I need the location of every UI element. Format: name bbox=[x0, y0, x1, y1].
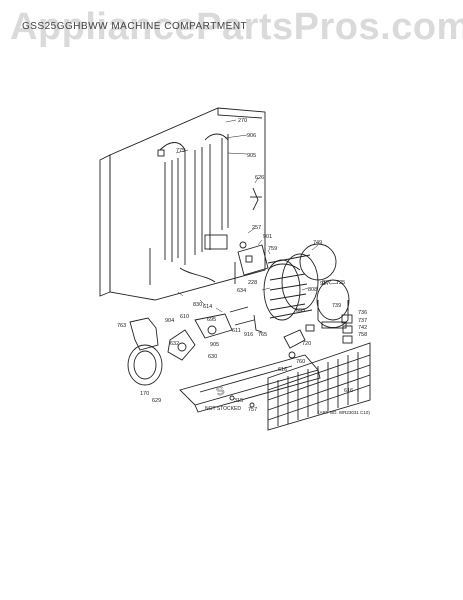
callout-758: 758 bbox=[358, 332, 367, 338]
watermark: AppliancePartsPros.com bbox=[10, 6, 463, 48]
callout-916: 916 bbox=[244, 332, 253, 338]
small-hardware-parts bbox=[239, 187, 262, 249]
callout-629: 629 bbox=[152, 398, 161, 404]
callout-315: 315 bbox=[234, 398, 243, 404]
callout-725: 725 bbox=[336, 280, 345, 286]
callout-614: 614 bbox=[203, 304, 212, 310]
callout-757: 757 bbox=[248, 407, 257, 413]
callout-611: 611 bbox=[232, 328, 241, 334]
callout-634: 634 bbox=[237, 288, 246, 294]
rear-cabinet-panel bbox=[99, 107, 266, 301]
callout-808: 808 bbox=[308, 287, 317, 293]
fan-bracket bbox=[194, 306, 263, 339]
compressor bbox=[316, 279, 350, 329]
callout-labels: 270 906 775 905 626 257 901 759 749 808 … bbox=[117, 118, 370, 415]
callout-626: 626 bbox=[255, 175, 264, 181]
screws bbox=[229, 395, 255, 408]
compressor-relay-parts bbox=[341, 314, 353, 344]
callout-693: 693 bbox=[296, 308, 305, 314]
drain-parts bbox=[283, 324, 315, 359]
callout-616b: 616 bbox=[344, 388, 353, 394]
callout-765: 765 bbox=[258, 332, 267, 338]
callout-905b: 905 bbox=[210, 342, 219, 348]
callout-763: 763 bbox=[117, 323, 126, 329]
callout-749: 749 bbox=[313, 240, 322, 246]
condenser-fan-disc bbox=[299, 243, 337, 281]
callout-830: 830 bbox=[193, 302, 202, 308]
not-stocked-label: NOT STOCKED bbox=[205, 406, 241, 412]
svg-text:S: S bbox=[214, 383, 226, 399]
callout-720: 720 bbox=[302, 341, 311, 347]
callout-616: 616 bbox=[278, 367, 287, 373]
callout-739: 739 bbox=[332, 303, 341, 309]
machine-compartment-grille bbox=[267, 342, 371, 431]
control-board bbox=[237, 244, 269, 276]
condenser-coil bbox=[263, 253, 319, 321]
callout-228: 228 bbox=[248, 280, 257, 286]
callout-759: 759 bbox=[268, 246, 277, 252]
callout-257: 257 bbox=[252, 225, 261, 231]
art-number: (ART NO. WR23031 C10) bbox=[318, 410, 370, 415]
callout-leaders bbox=[175, 119, 339, 313]
diagram-title: GSS25GGHBWW MACHINE COMPARTMENT bbox=[22, 21, 248, 32]
callout-170: 170 bbox=[140, 391, 149, 397]
callout-775: 775 bbox=[176, 148, 185, 154]
callout-905: 905 bbox=[247, 153, 256, 159]
callout-906: 906 bbox=[247, 133, 256, 139]
callout-904: 904 bbox=[165, 318, 174, 324]
callout-632: 632 bbox=[170, 341, 179, 347]
callout-901: 901 bbox=[263, 234, 272, 240]
callout-695: 695 bbox=[207, 317, 216, 323]
callout-737: 737 bbox=[358, 318, 367, 324]
callout-760: 760 bbox=[296, 359, 305, 365]
fan-motor-assembly bbox=[127, 317, 196, 386]
callout-736: 736 bbox=[358, 310, 367, 316]
callout-917: 917 bbox=[320, 281, 329, 287]
callout-630: 630 bbox=[208, 354, 217, 360]
callout-270: 270 bbox=[238, 118, 247, 124]
callout-610: 610 bbox=[180, 314, 189, 320]
callout-827: 827 bbox=[322, 280, 331, 286]
callout-742: 742 bbox=[358, 325, 367, 331]
